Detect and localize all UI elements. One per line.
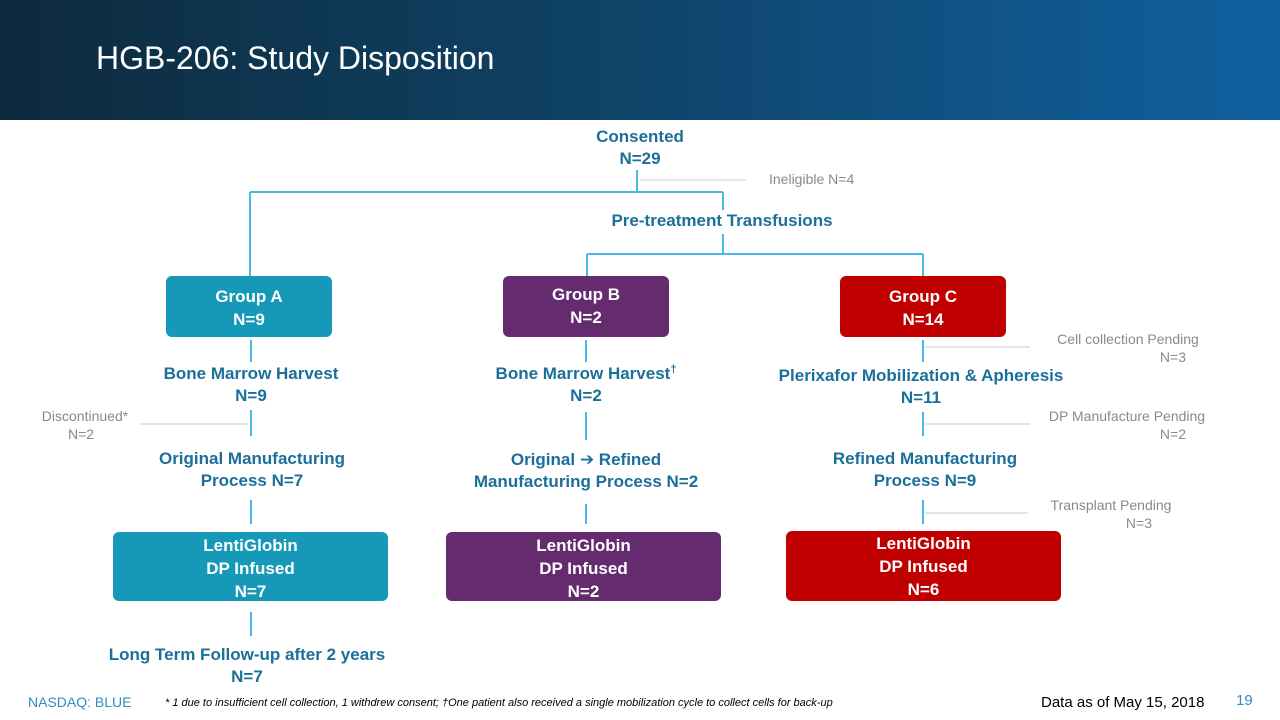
group-c-process: Refined Manufacturing Process N=9 bbox=[795, 448, 1055, 492]
transplant-pending-label: Transplant Pending bbox=[1050, 497, 1172, 513]
group-a-harvest-count: N=9 bbox=[235, 386, 267, 405]
dagger-mark: † bbox=[670, 363, 677, 376]
group-b-infused-count: N=2 bbox=[567, 582, 600, 601]
pretreatment-node: Pre-treatment Transfusions bbox=[592, 210, 852, 232]
cell-pending-label: Cell collection Pending bbox=[1057, 331, 1199, 347]
data-date: Data as of May 15, 2018 bbox=[1041, 694, 1205, 711]
followup-count: N=7 bbox=[231, 667, 263, 686]
consented-label: Consented bbox=[596, 127, 684, 146]
group-a-harvest-label: Bone Marrow Harvest bbox=[163, 364, 339, 383]
group-c-mobilization-count: N=11 bbox=[900, 388, 942, 407]
group-a-process: Original Manufacturing Process N=7 bbox=[122, 448, 382, 492]
group-a-process-line1: Original Manufacturing bbox=[158, 449, 346, 468]
group-a-harvest: Bone Marrow Harvest N=9 bbox=[131, 363, 371, 407]
pretreatment-label: Pre-treatment Transfusions bbox=[611, 211, 833, 230]
dp-pending-label: DP Manufacture Pending bbox=[1048, 408, 1206, 424]
group-b-infused-box: LentiGlobin DP Infused N=2 bbox=[446, 532, 721, 601]
group-a-infused-count: N=7 bbox=[234, 582, 267, 601]
group-a-process-line2: Process N=7 bbox=[200, 471, 304, 490]
group-c-name: Group C bbox=[889, 287, 957, 306]
group-c-infused-box: LentiGlobin DP Infused N=6 bbox=[786, 531, 1061, 601]
group-b-process-line2: Manufacturing Process N=2 bbox=[473, 472, 699, 491]
group-b-harvest: Bone Marrow Harvest† N=2 bbox=[456, 363, 716, 407]
group-a-infused-box: LentiGlobin DP Infused N=7 bbox=[113, 532, 388, 601]
group-c-mobilization: Plerixafor Mobilization & Apheresis N=11 bbox=[751, 365, 1091, 409]
group-b-count: N=2 bbox=[570, 308, 602, 327]
group-b-box: Group B N=2 bbox=[503, 276, 669, 337]
page-number: 19 bbox=[1236, 692, 1253, 709]
group-c-infused-count: N=6 bbox=[907, 580, 940, 599]
arrow-right-icon: ➔ bbox=[579, 450, 595, 469]
transplant-pending-note: Transplant Pending N=3 bbox=[1036, 496, 1186, 532]
consented-node: Consented N=29 bbox=[560, 126, 720, 170]
group-a-followup: Long Term Follow-up after 2 years N=7 bbox=[82, 644, 412, 688]
cell-pending-count: N=3 bbox=[1159, 349, 1186, 365]
group-c-box: Group C N=14 bbox=[840, 276, 1006, 337]
group-b-process: Original ➔ Refined Manufacturing Process… bbox=[441, 449, 731, 493]
header-banner bbox=[0, 0, 1280, 120]
ineligible-note: Ineligible N=4 bbox=[769, 171, 855, 187]
group-c-count: N=14 bbox=[902, 310, 944, 329]
slide-title: HGB-206: Study Disposition bbox=[96, 40, 495, 76]
group-c-process-line2: Process N=9 bbox=[873, 471, 977, 490]
discontinued-count: N=2 bbox=[68, 426, 95, 442]
group-c-process-line1: Refined Manufacturing bbox=[832, 449, 1018, 468]
group-c-infused-line1: LentiGlobin bbox=[876, 534, 971, 553]
footnote: * 1 due to insufficient cell collection,… bbox=[165, 697, 833, 709]
consented-count: N=29 bbox=[619, 149, 661, 168]
group-b-infused-line1: LentiGlobin bbox=[536, 536, 631, 555]
group-c-infused-line2: DP Infused bbox=[879, 557, 968, 576]
dp-pending-note: DP Manufacture Pending N=2 bbox=[1034, 407, 1220, 443]
group-c-mobilization-label: Plerixafor Mobilization & Apheresis bbox=[778, 366, 1064, 385]
group-a-box: Group A N=9 bbox=[166, 276, 332, 337]
discontinued-label: Discontinued* bbox=[41, 408, 129, 424]
group-b-harvest-count: N=2 bbox=[570, 386, 602, 405]
discontinued-note: Discontinued* N=2 bbox=[30, 407, 140, 443]
transplant-pending-count: N=3 bbox=[1125, 515, 1152, 531]
dp-pending-count: N=2 bbox=[1159, 426, 1186, 442]
cell-pending-note: Cell collection Pending N=3 bbox=[1040, 330, 1216, 366]
group-b-process-from: Original bbox=[510, 450, 576, 469]
group-b-process-to: Refined bbox=[598, 450, 662, 469]
group-a-infused-line2: DP Infused bbox=[206, 559, 295, 578]
ticker-label: NASDAQ: BLUE bbox=[28, 694, 132, 710]
group-a-count: N=9 bbox=[233, 310, 265, 329]
group-a-infused-line1: LentiGlobin bbox=[203, 536, 298, 555]
followup-label: Long Term Follow-up after 2 years bbox=[108, 645, 386, 664]
group-b-name: Group B bbox=[552, 285, 620, 304]
group-a-name: Group A bbox=[215, 287, 283, 306]
group-b-harvest-label: Bone Marrow Harvest bbox=[495, 364, 671, 383]
group-b-infused-line2: DP Infused bbox=[539, 559, 628, 578]
